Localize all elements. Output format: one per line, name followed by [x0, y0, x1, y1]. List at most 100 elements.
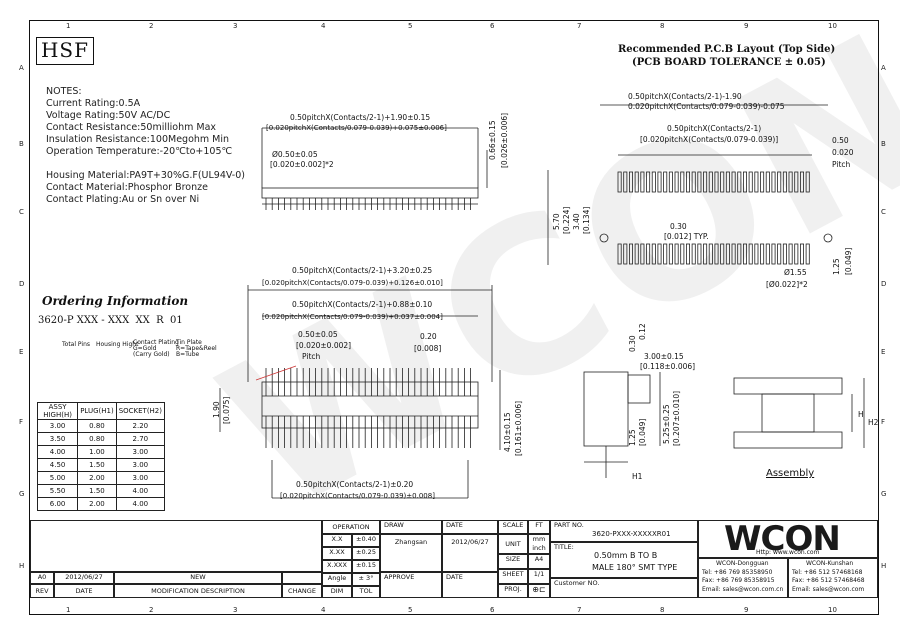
- col-number: 1: [66, 22, 71, 30]
- address-dongguan: [698, 558, 788, 598]
- company-website: Http: www.wcon.com: [756, 549, 820, 556]
- pcb-pad: [771, 171, 776, 193]
- dim-text: [0.020±0.002]*2: [270, 160, 334, 169]
- note-line: Operation Temperature:-20℃to+105℃: [46, 146, 233, 157]
- scale-label: SCALE: [498, 520, 528, 534]
- col-number: 4: [321, 22, 326, 30]
- row-letter: D: [881, 280, 887, 288]
- pcb-pad: [725, 171, 730, 193]
- dim-text: 0.66±0.15: [488, 120, 497, 160]
- pcb-pad: [794, 243, 799, 265]
- title-value-1: 0.50mm B TO B: [594, 551, 658, 560]
- pcb-pad: [743, 243, 748, 265]
- dim-text: 4.10±0.15: [503, 412, 512, 452]
- title-label: TITLE:: [550, 542, 698, 578]
- dim-text: [0.075]: [222, 396, 231, 424]
- pcb-pad: [686, 243, 691, 265]
- rev-header: DATE: [54, 584, 114, 598]
- pcb-layout-title: Recommended P.C.B Layout (Top Side): [618, 44, 836, 55]
- ordering-title: Ordering Information: [42, 294, 189, 308]
- ordering-label: Contact Plating: [133, 339, 179, 346]
- col-number: 10: [828, 606, 837, 614]
- pcb-pad: [714, 171, 719, 193]
- connector-body-front: [261, 381, 479, 429]
- col-number: 8: [660, 606, 665, 614]
- customer-label: Customer NO.: [550, 578, 698, 598]
- pcb-pad: [617, 171, 622, 193]
- dim-text: [0.012] TYP.: [664, 232, 709, 241]
- row-letter: G: [881, 490, 887, 498]
- rev-blank-area: [30, 520, 322, 572]
- pcb-pad: [782, 171, 787, 193]
- dim-text: 5.70: [552, 213, 561, 230]
- pcb-pad: [646, 243, 651, 265]
- row-letter: F: [881, 418, 886, 426]
- connector-side-view: [583, 371, 629, 447]
- rev-header: REV: [30, 584, 54, 598]
- dim-label: DIM: [322, 586, 352, 598]
- assembly-bottom-board: [733, 431, 843, 449]
- pcb-pad: [703, 171, 708, 193]
- col-number: 9: [744, 606, 749, 614]
- pcb-pad: [646, 171, 651, 193]
- tol-val: ±0.15: [352, 560, 380, 573]
- pcb-pad: [708, 243, 713, 265]
- dim-text: [0.134]: [582, 206, 591, 234]
- row-letter: B: [881, 140, 886, 148]
- row-letter: F: [19, 418, 24, 426]
- dim-text: [0.224]: [562, 206, 571, 234]
- projection-icon: ⊕⊏: [528, 584, 550, 598]
- assembly-label: Assembly: [766, 468, 815, 479]
- drawing-frame: [29, 20, 879, 615]
- table-cell: 6.00: [36, 497, 79, 511]
- pcb-pad: [680, 171, 685, 193]
- col-number: 3: [233, 606, 238, 614]
- dim-text: 0.50pitchX(Contacts/2-1)-1.90: [628, 92, 742, 101]
- pcb-pad: [771, 243, 776, 265]
- dim-text: [0.049]: [638, 418, 647, 446]
- dim-text: 0.12: [638, 323, 647, 340]
- pcb-hole-right: [823, 233, 833, 243]
- notes-block: NOTES: Current Rating:0.5A Voltage Ratin…: [46, 86, 245, 206]
- dim-text: [0.049]: [844, 247, 853, 275]
- note-line: Contact Material:Phosphor Bronze: [46, 182, 208, 193]
- pcb-pad: [663, 243, 668, 265]
- pcb-pad: [640, 171, 645, 193]
- pcb-pad: [754, 243, 759, 265]
- plug-top-contacts: [265, 198, 472, 210]
- pcb-pad: [777, 171, 782, 193]
- dim-text: 0.50pitchX(Contacts/2-1)+0.88±0.10: [292, 300, 433, 309]
- pcb-pad: [760, 171, 765, 193]
- pcb-pad: [634, 243, 639, 265]
- ordering-sublabel: (Carry Gold): [133, 351, 170, 358]
- col-number: 6: [490, 606, 495, 614]
- sheet-value: 1/1: [528, 569, 550, 584]
- company-logo-box: [698, 520, 878, 558]
- row-letter: E: [19, 348, 24, 356]
- pcb-pad: [743, 171, 748, 193]
- pcb-pad: [782, 243, 787, 265]
- dim-text: 0.020: [832, 148, 854, 157]
- pcb-pad: [725, 243, 730, 265]
- pcb-pad: [737, 171, 742, 193]
- unit-value: mm inch: [528, 534, 550, 554]
- table-cell: 3.00: [115, 445, 166, 459]
- dim-text: [0.020±0.002]: [296, 341, 352, 350]
- col-number: 3: [233, 22, 238, 30]
- note-line: Housing Material:PA9T+30%G.F(UL94V-0): [46, 170, 245, 181]
- pcb-pad: [617, 243, 622, 265]
- col-number: 4: [321, 606, 326, 614]
- date-value: 2012/06/27: [442, 534, 498, 572]
- pcb-pad: [640, 243, 645, 265]
- pcb-pad-row-bottom: [617, 243, 810, 265]
- address-line: WCON-Kunshan: [806, 560, 854, 567]
- part-no-value: 3620-PXXX-XXXXXR01: [592, 530, 671, 538]
- dim-text: H: [858, 410, 864, 419]
- col-number: 9: [744, 22, 749, 30]
- pcb-pad: [651, 171, 656, 193]
- row-letter: H: [19, 562, 25, 570]
- pcb-pad: [720, 243, 725, 265]
